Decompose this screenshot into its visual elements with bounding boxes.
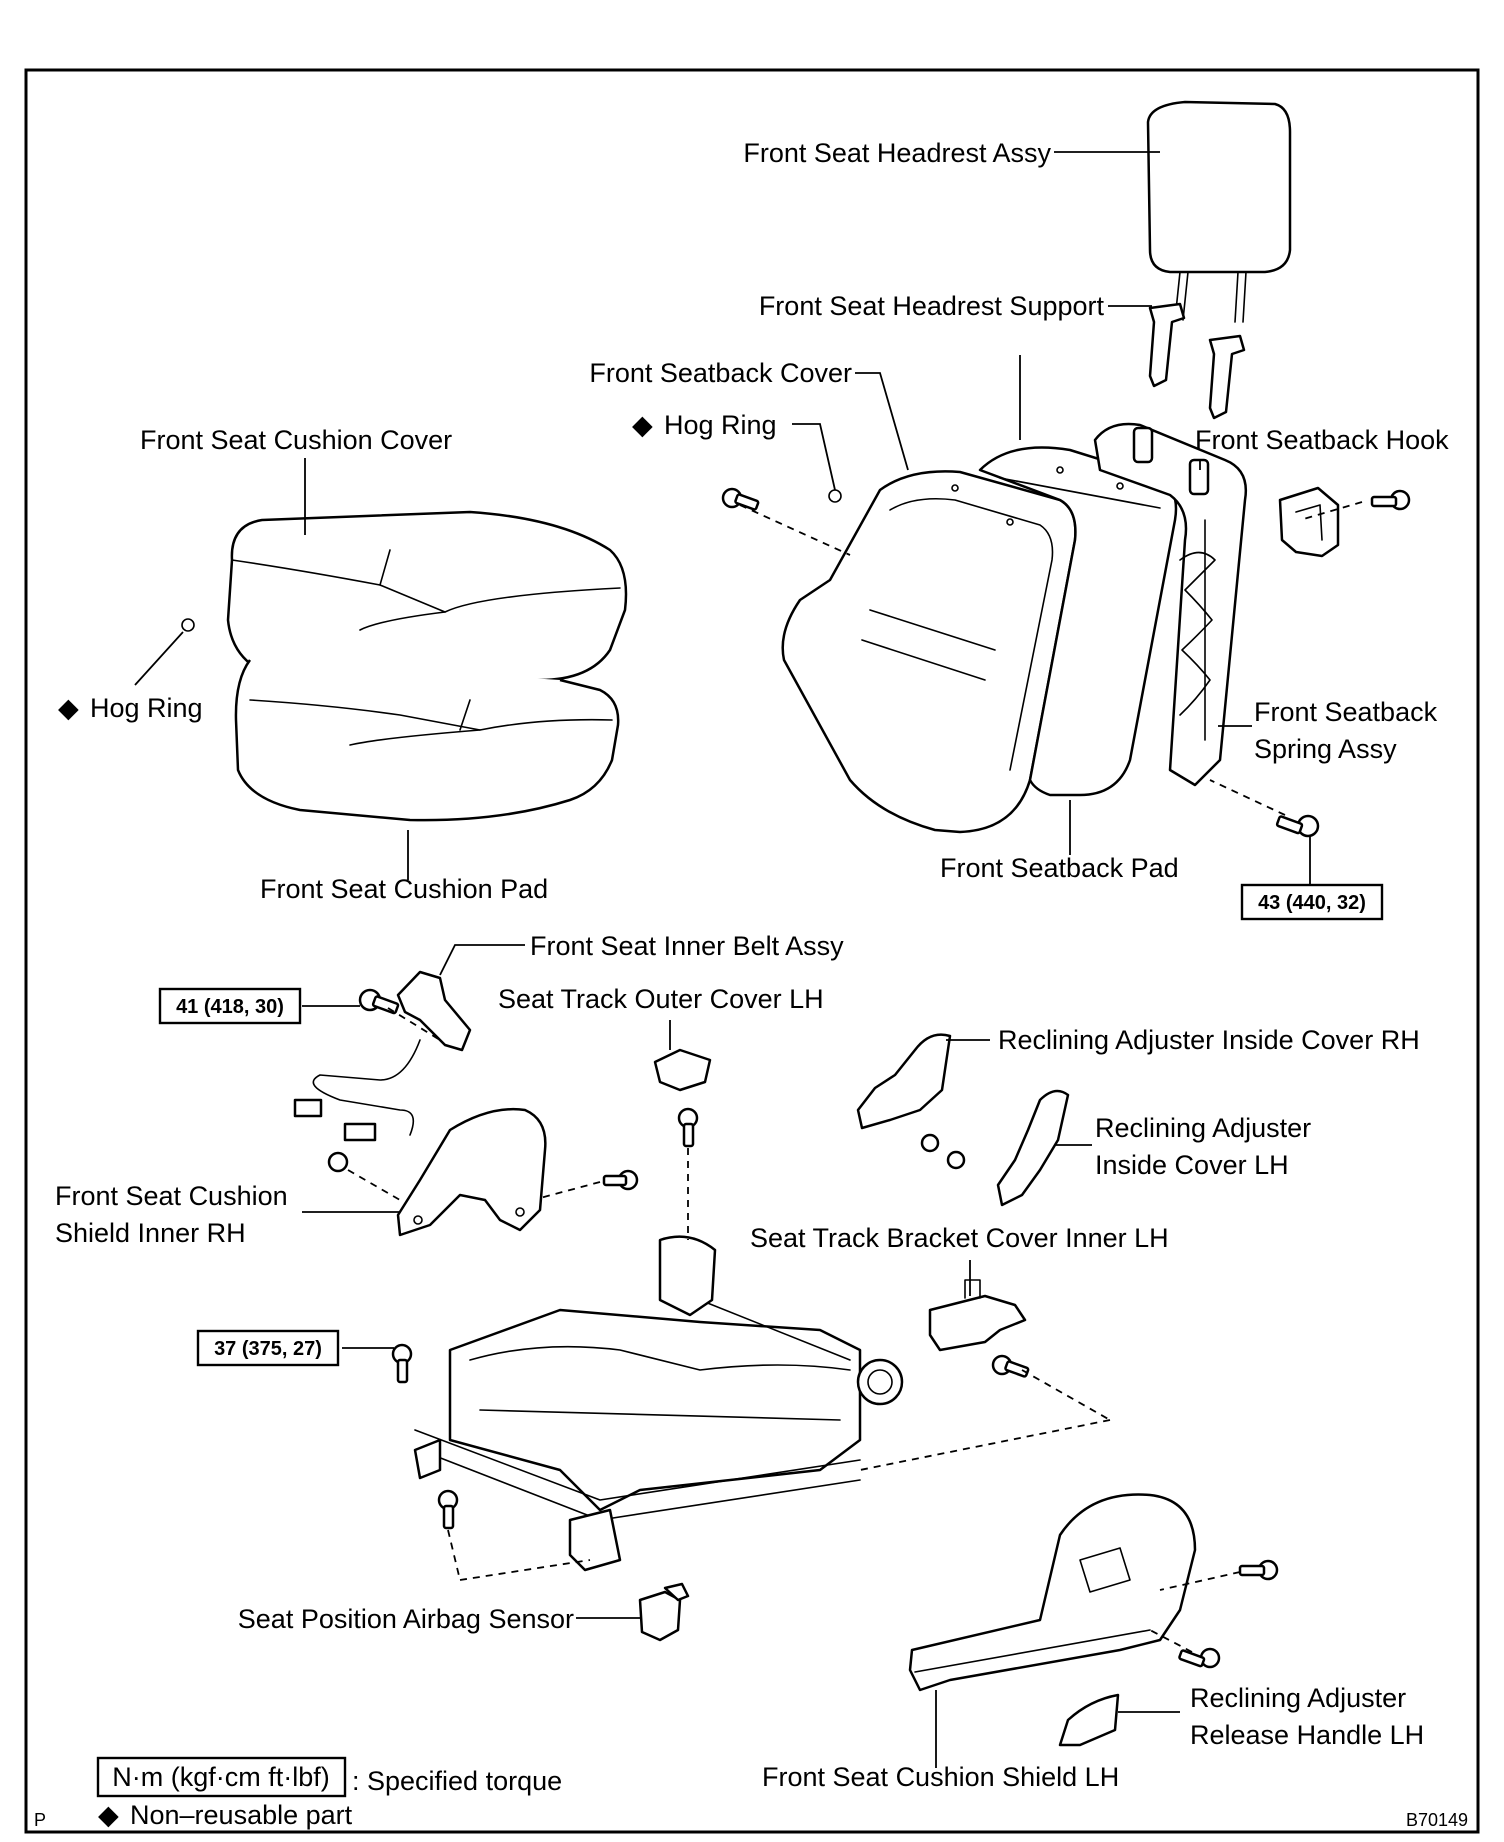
corner-p-mark: P [34,1810,46,1830]
seatback-cover-drawing [781,470,1077,834]
bolt-seatback-hook [1370,489,1411,511]
svg-text:43 (440, 32): 43 (440, 32) [1258,892,1366,914]
seat-cushion-pad-drawing [234,659,620,822]
legend-unit-box: N·m (kgf·cm ft·lbf) [112,1762,329,1792]
seat-track-frame-drawing [413,1235,904,1572]
bolt-track-37 [391,1343,413,1384]
legend-torque: N·m (kgf·cm ft·lbf) : Specified torque [96,1756,562,1798]
alignment-dashes [347,501,1363,1653]
torque-box-41: 41 (418, 30) [158,987,302,1025]
label-hog-ring-upper: Hog Ring [664,410,777,440]
release-handle-lh-drawing [1058,1693,1120,1747]
bolt-track-lower [437,1489,459,1530]
label-recl-inside-rh: Reclining Adjuster Inside Cover RH [998,1025,1420,1055]
seat-track-bracket-cover-drawing [928,1279,1027,1352]
label-hog-ring-left: Hog Ring [90,693,203,723]
label-seatback-pad: Front Seatback Pad [940,853,1179,883]
label-seatback-cover: Front Seatback Cover [589,358,852,388]
cushion-shield-inner-rh-drawing [396,1108,547,1237]
hog-ring-upper-diamond: ◆ [632,410,653,440]
legend-nonreusable-text: Non–reusable part [130,1800,353,1830]
hog-ring-left-diamond: ◆ [58,693,79,723]
legend-unit-text: : Specified torque [352,1766,562,1796]
legend-nonreusable: ◆ Non–reusable part [98,1800,353,1830]
svg-text:37 (375, 27): 37 (375, 27) [214,1338,322,1360]
label-recl-inside-lh-2: Inside Cover LH [1095,1150,1289,1180]
bolt-shield-lh-upper [1238,1559,1279,1581]
bolt-track-outer [677,1107,699,1148]
label-seatback-hook: Front Seatback Hook [1195,425,1449,455]
seat-position-airbag-sensor-drawing [638,1582,690,1642]
headrest-assy-drawing [1146,100,1292,323]
bolt-shield-lh-lower [1178,1647,1221,1669]
seatback-spring-assy-drawing [1093,422,1248,787]
bolt-reclining-1 [920,1133,966,1170]
bolt-spring-assy [1275,814,1320,838]
label-seatback-spring-2: Spring Assy [1254,734,1397,764]
label-headrest-assy: Front Seat Headrest Assy [743,138,1051,168]
label-track-outer-cover: Seat Track Outer Cover LH [498,984,824,1014]
label-seat-cushion-pad: Front Seat Cushion Pad [260,874,548,904]
hog-ring-upper-drawing [828,489,842,503]
figure-id: B70149 [1406,1810,1468,1830]
headrest-support-drawing [1148,302,1246,420]
label-airbag-sensor: Seat Position Airbag Sensor [238,1604,574,1634]
seat-track-outer-cover-drawing [653,1048,712,1092]
label-release-handle-2: Release Handle LH [1190,1720,1424,1750]
label-seatback-spring-1: Front Seatback [1254,697,1438,727]
label-headrest-support: Front Seat Headrest Support [759,291,1105,321]
seatback-hook-drawing [1278,486,1340,558]
reclining-inside-cover-rh-drawing [856,1033,952,1130]
label-shield-inner-rh-2: Shield Inner RH [55,1218,246,1248]
leader-lines [134,151,1252,1768]
label-seat-cushion-cover: Front Seat Cushion Cover [140,425,452,455]
seatback-pad-drawing [978,446,1178,797]
svg-text:41 (418, 30): 41 (418, 30) [176,996,284,1018]
label-recl-inside-lh-1: Reclining Adjuster [1095,1113,1311,1143]
bolt-shield-left [327,1151,349,1173]
hog-ring-left-drawing [181,618,195,632]
label-cushion-shield-lh: Front Seat Cushion Shield LH [762,1762,1119,1792]
reclining-inside-cover-lh-drawing [996,1089,1070,1207]
diagram-frame [24,68,1480,1834]
label-release-handle-1: Reclining Adjuster [1190,1683,1406,1713]
bolt-inner-belt [358,988,400,1015]
inner-belt-assy-drawing [293,970,472,1142]
bolt-shield-right [602,1169,639,1191]
cushion-shield-lh-drawing [908,1493,1197,1692]
torque-box-43: 43 (440, 32) [1240,883,1384,921]
label-inner-belt: Front Seat Inner Belt Assy [530,931,844,961]
label-shield-inner-rh-1: Front Seat Cushion [55,1181,288,1211]
legend-diamond: ◆ [98,1800,119,1830]
bolt-track-right [991,1354,1030,1378]
bolt-seatback-left [721,487,760,511]
label-track-bracket-cover: Seat Track Bracket Cover Inner LH [750,1223,1169,1253]
torque-box-37: 37 (375, 27) [196,1329,340,1367]
